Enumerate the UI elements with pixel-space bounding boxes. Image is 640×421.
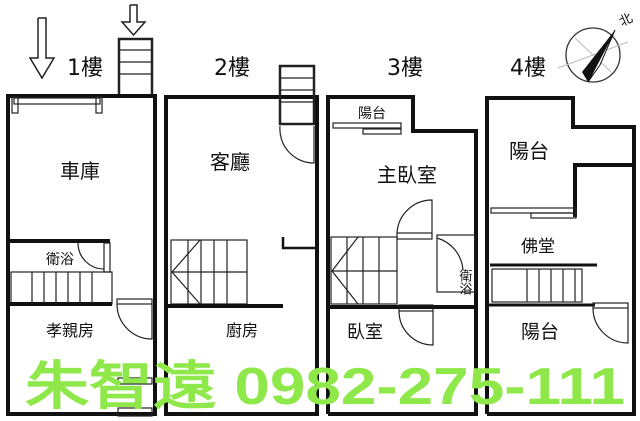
room-label-balcony-3f: 陽台 xyxy=(358,106,386,122)
entrance-arrow-icon xyxy=(28,17,56,80)
floor-1-plan: 車庫 衛浴 孝親房 1樓 xyxy=(6,37,157,417)
floor-4-label: 4樓 xyxy=(510,56,546,81)
floor-4-plan: 陽台 佛堂 陽台 4樓 xyxy=(485,56,636,416)
stair-entrance-arrow-icon xyxy=(120,4,147,37)
room-label-living-room: 客廳 xyxy=(210,150,250,174)
floor-3-plan: 陽台 主臥室 衛浴 臥室 3樓 xyxy=(326,56,478,416)
floor-1-label: 1樓 xyxy=(67,56,103,81)
room-label-buddha-hall: 佛堂 xyxy=(521,237,555,257)
room-label-bathroom: 衛浴 xyxy=(46,252,74,268)
north-label: 北 xyxy=(617,11,635,30)
room-label-balcony-4f-bottom: 陽台 xyxy=(521,321,559,343)
room-label-master-bedroom: 主臥室 xyxy=(377,163,437,187)
room-label-bathroom-3f: 衛浴 xyxy=(457,269,473,295)
floor-3-label: 3樓 xyxy=(387,56,423,81)
compass-icon: 北 xyxy=(557,11,635,83)
room-label-garage: 車庫 xyxy=(60,159,100,183)
room-label-bedroom: 臥室 xyxy=(347,322,383,343)
floor-2-plan: 客廳 廚房 2樓 xyxy=(164,56,319,416)
room-label-parents-room: 孝親房 xyxy=(46,321,94,340)
floor-2-label: 2樓 xyxy=(214,56,250,81)
contact-watermark: 朱智遠 0982-275-111 xyxy=(25,358,625,416)
room-label-kitchen: 廚房 xyxy=(226,321,258,340)
room-label-balcony-4f-top: 陽台 xyxy=(509,139,549,163)
